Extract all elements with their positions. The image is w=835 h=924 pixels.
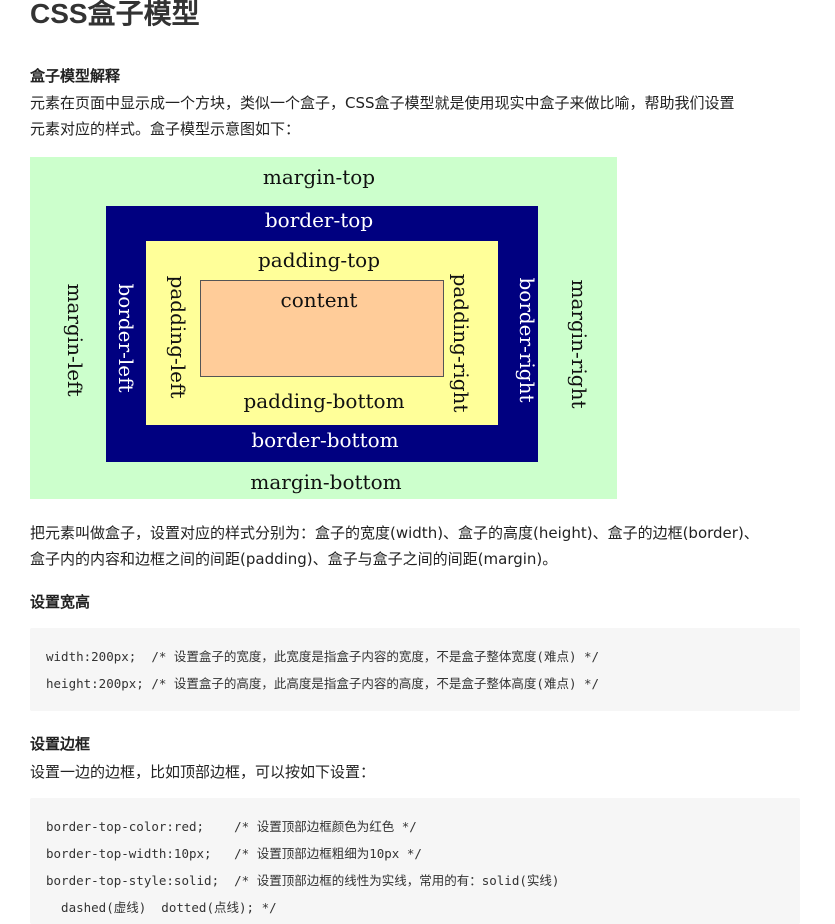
padding-bottom-label: padding-bottom [243, 389, 405, 413]
padding-right-label: padding-right [449, 273, 473, 413]
border-description: 设置一边的边框，比如顶部边框，可以按如下设置： [30, 759, 805, 785]
code-line: border-top-color:red; /* 设置顶部边框颜色为红色 */ [46, 819, 417, 834]
code-line: width:200px; /* 设置盒子的宽度，此宽度是指盒子内容的宽度，不是盒… [46, 649, 600, 664]
section-heading-border: 设置边框 [30, 735, 91, 753]
section-heading-size: 设置宽高 [30, 593, 91, 611]
code-line: border-top-style:solid; /* 设置顶部边框的线性为实线，… [46, 873, 560, 888]
content-label: content [280, 288, 358, 312]
padding-top-label: padding-top [257, 248, 381, 272]
code-line: height:200px; /* 设置盒子的高度，此高度是指盒子内容的高度，不是… [46, 676, 600, 691]
padding-left-label: padding-left [166, 275, 190, 399]
margin-left-label: margin-left [63, 283, 87, 397]
page-title: CSS盒子模型 [30, 0, 200, 29]
explain-paragraph: 把元素叫做盒子，设置对应的样式分别为：盒子的宽度(width)、盒子的高度(he… [30, 520, 805, 572]
explain-line: 把元素叫做盒子，设置对应的样式分别为：盒子的宽度(width)、盒子的高度(he… [30, 524, 759, 542]
margin-right-label: margin-right [567, 279, 591, 409]
intro-line: 元素对应的样式。盒子模型示意图如下： [30, 120, 301, 138]
border-right-label: border-right [515, 277, 539, 403]
border-bottom-label: border-bottom [251, 428, 399, 452]
code-block-border: border-top-color:red; /* 设置顶部边框颜色为红色 */ … [30, 798, 800, 924]
border-top-label: border-top [264, 208, 374, 232]
intro-line: 元素在页面中显示成一个方块，类似一个盒子，CSS盒子模型就是使用现实中盒子来做比… [30, 94, 735, 112]
border-left-label: border-left [114, 283, 138, 393]
box-model-diagram: margin-top margin-bottom margin-left mar… [30, 157, 617, 499]
explain-line: 盒子内的内容和边框之间的间距(padding)、盒子与盒子之间的间距(margi… [30, 550, 558, 568]
code-block-size: width:200px; /* 设置盒子的宽度，此宽度是指盒子内容的宽度，不是盒… [30, 628, 800, 711]
margin-bottom-label: margin-bottom [250, 470, 402, 494]
code-line: border-top-width:10px; /* 设置顶部边框粗细为10px … [46, 846, 422, 861]
margin-top-label: margin-top [262, 165, 376, 189]
border-description-line: 设置一边的边框，比如顶部边框，可以按如下设置： [30, 763, 376, 781]
content-area [200, 280, 444, 377]
section-heading-box-model: 盒子模型解释 [30, 67, 121, 85]
code-line: dashed(虚线) dotted(点线); */ [46, 900, 277, 915]
intro-paragraph: 元素在页面中显示成一个方块，类似一个盒子，CSS盒子模型就是使用现实中盒子来做比… [30, 90, 805, 142]
